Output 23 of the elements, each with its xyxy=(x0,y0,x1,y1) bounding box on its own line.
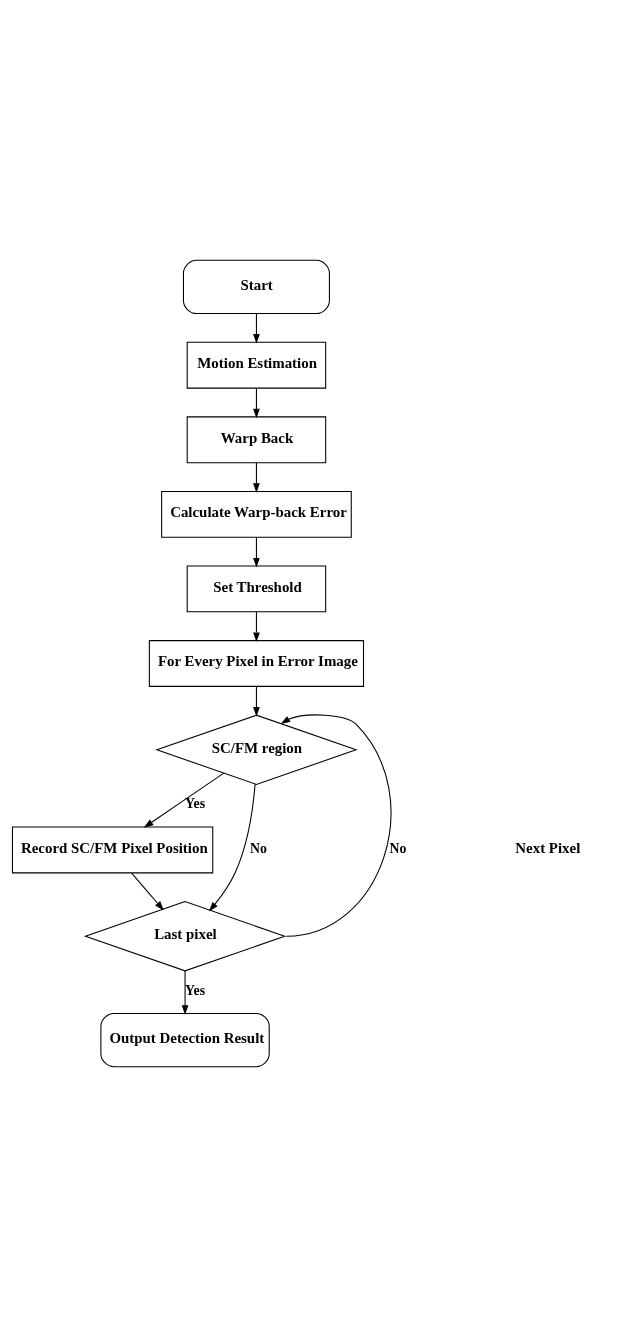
edge-label: Yes xyxy=(185,796,206,812)
arrow xyxy=(253,686,260,717)
arrow xyxy=(181,970,189,1015)
edge-label: No xyxy=(389,840,407,856)
node-box: For Every Pixel in Error Image xyxy=(148,640,365,687)
arrow xyxy=(131,872,164,911)
node-box: Output Detection Result xyxy=(100,1012,270,1068)
node-box: Motion Estimation xyxy=(186,341,327,389)
arrow xyxy=(253,537,260,568)
arrow xyxy=(253,387,260,419)
label: Next Pixel xyxy=(515,839,581,856)
arrow xyxy=(208,783,256,912)
arrow xyxy=(253,611,260,643)
edge-label: No xyxy=(250,840,267,856)
node-box: Calculate Warp-back Error xyxy=(161,490,352,538)
node-box: Start xyxy=(182,259,330,315)
node-box: Record SC/FM Pixel Position xyxy=(11,826,214,874)
node-box: Warp Back xyxy=(186,416,327,464)
arrow xyxy=(253,462,260,493)
node-box: Set Threshold xyxy=(186,565,327,613)
arrow xyxy=(253,313,260,344)
arrow xyxy=(143,772,225,828)
arrow xyxy=(280,714,392,937)
